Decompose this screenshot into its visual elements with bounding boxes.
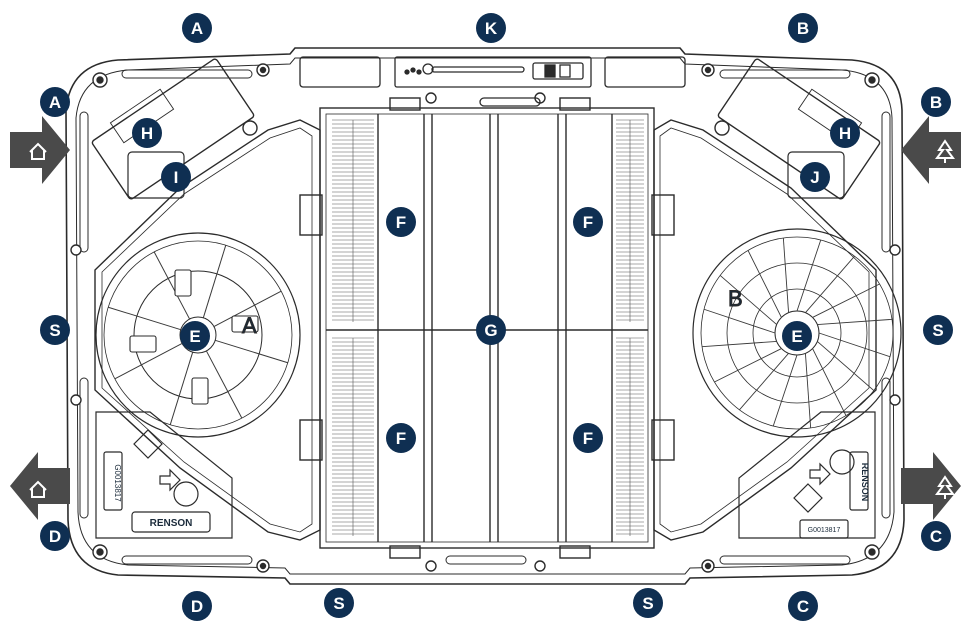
left-fan-spokes — [108, 245, 288, 425]
badge-f-3-label: F — [396, 429, 406, 448]
badge-c-right-label: C — [930, 527, 942, 546]
badge-e-left: E — [180, 321, 210, 351]
badge-a-left: A — [40, 87, 70, 117]
badge-i-label: I — [174, 168, 179, 187]
badge-e-right-label: E — [791, 327, 802, 346]
badge-b-right-label: B — [930, 93, 942, 112]
badge-s-right: S — [923, 315, 953, 345]
badge-a-left-label: A — [49, 93, 61, 112]
badge-g-label: G — [484, 321, 497, 340]
detail-line — [153, 251, 191, 320]
left-serial-text: G0013817 — [113, 464, 122, 502]
detail-line — [215, 339, 288, 364]
badge-s-bottom-left: S — [324, 588, 354, 618]
right-wheel-letter: B — [728, 286, 743, 311]
detail-line — [701, 340, 777, 348]
badge-a-top: A — [182, 13, 212, 43]
detail-line — [796, 239, 822, 312]
detail-line — [108, 306, 181, 331]
detail-line — [805, 255, 855, 313]
house-icon — [29, 142, 47, 160]
tree-icon — [935, 139, 955, 163]
right-fan-spokes — [701, 237, 893, 429]
detail-line — [812, 283, 880, 318]
arrow-outdoor-exhaust — [901, 452, 961, 520]
badge-g: G — [476, 315, 506, 345]
badge-f-3: F — [386, 423, 416, 453]
badge-b-top-label: B — [797, 19, 809, 38]
badge-s-left-label: S — [49, 321, 60, 340]
arrow-indoor-supply — [10, 116, 70, 184]
detail-line — [714, 348, 782, 383]
badge-f-2: F — [573, 207, 603, 237]
detail-line — [782, 237, 790, 313]
detail-line — [817, 341, 875, 391]
badge-d-bottom-label: D — [191, 597, 203, 616]
badge-d-left: D — [40, 521, 70, 551]
detail-line — [772, 354, 798, 427]
detail-line — [205, 350, 243, 419]
detail-line — [213, 290, 282, 328]
badge-s-bottom-right: S — [633, 588, 663, 618]
detail-line — [812, 348, 847, 416]
right-compartment — [653, 58, 902, 541]
badge-h-right: H — [830, 118, 860, 148]
left-fan-blades — [129, 269, 259, 405]
detail-line — [114, 342, 183, 380]
arrow-outdoor-intake — [901, 116, 961, 184]
badge-f-4-label: F — [583, 429, 593, 448]
filter-grilles — [332, 119, 644, 536]
badge-e-left-label: E — [189, 327, 200, 346]
left-wheel-letter: A — [242, 313, 257, 338]
detail-line — [818, 332, 891, 358]
badge-e-right: E — [782, 321, 812, 351]
badge-f-4: F — [573, 423, 603, 453]
detail-line — [739, 353, 789, 411]
badge-h-left-label: H — [141, 124, 153, 143]
badge-s-bottom-left-label: S — [333, 594, 344, 613]
detail-line — [747, 250, 782, 318]
badge-h-right-label: H — [839, 124, 851, 143]
badge-f-1-label: F — [396, 213, 406, 232]
left-compartment — [91, 58, 321, 541]
right-serial-text: G0013817 — [808, 527, 841, 534]
badge-k: K — [476, 13, 506, 43]
right-service-plate — [738, 411, 876, 539]
badge-s-bottom-right-label: S — [642, 594, 653, 613]
detail-line — [804, 353, 812, 429]
tree-icon — [935, 475, 955, 499]
badge-a-top-label: A — [191, 19, 203, 38]
unit-housing — [65, 47, 905, 585]
house-icon — [29, 480, 47, 498]
right-brand-text: RENSON — [860, 463, 870, 502]
badge-i: I — [161, 162, 191, 192]
badge-k-label: K — [485, 19, 498, 38]
badge-d-bottom: D — [182, 591, 212, 621]
callout-badges: A A K B B H H I J F F F F G E E S S S S … — [40, 13, 953, 621]
badge-f-2-label: F — [583, 213, 593, 232]
badge-j: J — [800, 162, 830, 192]
detail-line — [719, 275, 777, 325]
detail-line — [202, 245, 227, 318]
badge-j-label: J — [810, 168, 819, 187]
badge-s-right-label: S — [932, 321, 943, 340]
detail-line — [817, 318, 893, 326]
detail-line — [169, 352, 194, 425]
left-service-plate — [95, 411, 233, 539]
detail-line — [703, 308, 776, 334]
arrow-indoor-extract — [10, 452, 70, 520]
badge-d-left-label: D — [49, 527, 61, 546]
badge-s-left: S — [40, 315, 70, 345]
badge-c-bottom-label: C — [797, 597, 809, 616]
left-brand-text: RENSON — [150, 518, 193, 529]
badge-b-right: B — [921, 87, 951, 117]
badge-c-bottom: C — [788, 591, 818, 621]
badge-f-1: F — [386, 207, 416, 237]
housing-screws — [70, 63, 901, 573]
badge-h-left: H — [132, 118, 162, 148]
badge-c-right: C — [921, 521, 951, 551]
control-panel — [299, 56, 686, 107]
badge-b-top: B — [788, 13, 818, 43]
